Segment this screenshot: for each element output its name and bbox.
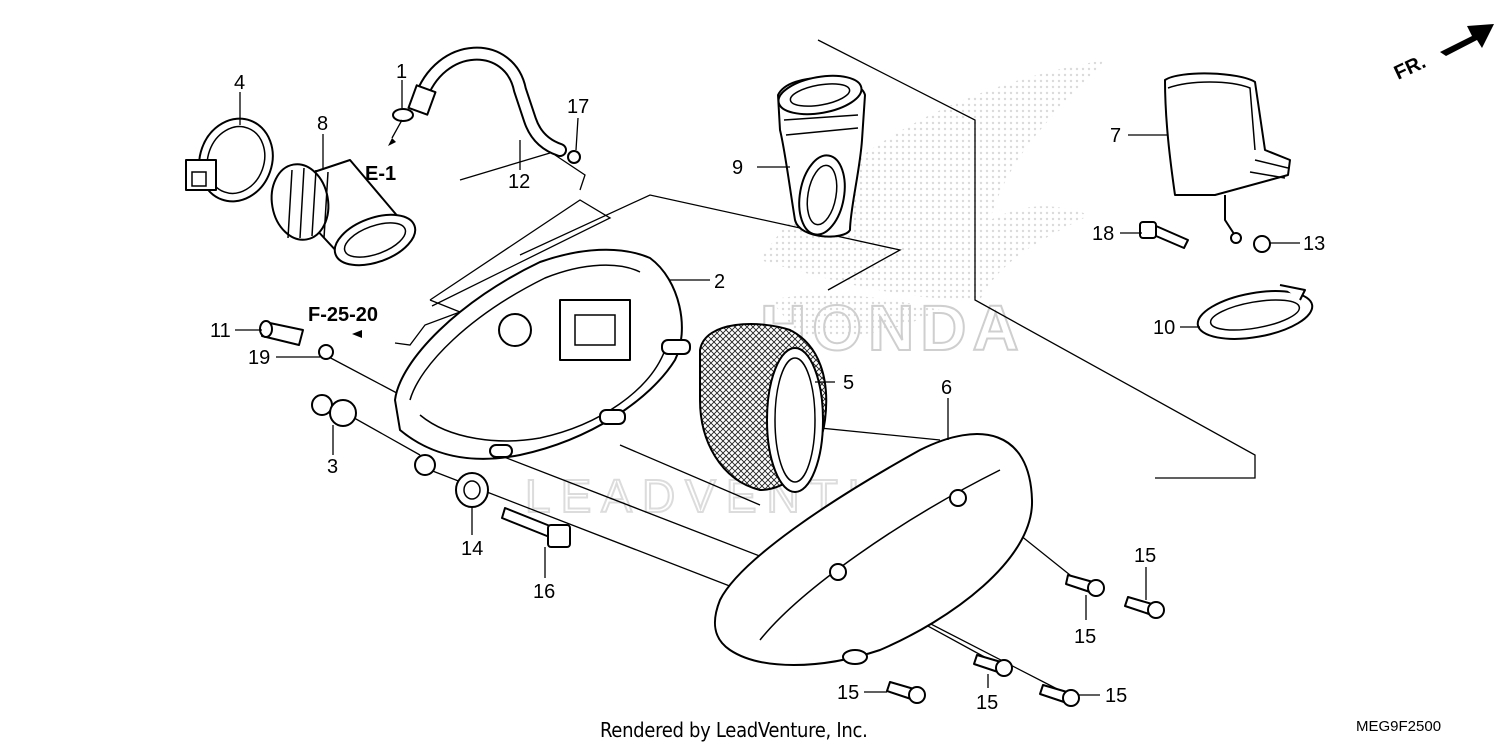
part-6-air-cleaner-cover	[713, 433, 1034, 666]
part-16-bolt	[501, 507, 571, 548]
callout-13: 13	[1303, 233, 1325, 255]
part-11-drain-plug	[259, 320, 304, 346]
honda-wing-watermark	[760, 60, 1105, 337]
callout-3: 3	[327, 456, 338, 478]
part-5-filter-element	[699, 323, 828, 493]
guide-lines	[324, 39, 1256, 694]
callout-8: 8	[317, 113, 328, 135]
callout-11: 11	[210, 320, 231, 342]
callout-6: 6	[941, 377, 952, 399]
part-13-nut	[1253, 235, 1271, 253]
callout-10: 10	[1153, 317, 1175, 339]
callout-12: 12	[508, 171, 530, 193]
callout-4: 4	[234, 72, 245, 94]
part-17-clip	[567, 150, 581, 164]
callout-9: 9	[732, 157, 743, 179]
part-19-clip	[318, 344, 334, 360]
front-direction-label: FR.	[1391, 51, 1429, 85]
ref-f-25-20[interactable]: F-25-20	[308, 304, 378, 326]
ref-f-25-20-arrow	[352, 330, 362, 338]
callout-15-e: 15	[1105, 685, 1127, 707]
callout-15-a: 15	[1134, 545, 1156, 567]
part-18-screw	[1139, 221, 1189, 249]
part-12-breather-tube	[407, 46, 567, 157]
callout-16: 16	[533, 581, 555, 603]
part-10-seal	[1196, 284, 1314, 340]
callout-15-b: 15	[1074, 626, 1096, 648]
front-direction-arrow: FR.	[1391, 24, 1494, 85]
screw-15c	[886, 681, 926, 704]
callout-2: 2	[714, 271, 725, 293]
callout-18: 18	[1092, 223, 1114, 245]
ref-e-1[interactable]: E-1	[365, 163, 396, 185]
callout-15-d: 15	[976, 692, 998, 714]
part-1-clip	[388, 108, 414, 146]
callout-19: 19	[248, 347, 270, 369]
part-15-screws	[886, 574, 1165, 707]
callout-leaders	[235, 80, 1300, 696]
part-14-grommet	[455, 472, 489, 508]
callout-1: 1	[396, 61, 407, 83]
callout-15-c: 15	[837, 682, 859, 704]
callout-14: 14	[461, 538, 483, 560]
callout-7: 7	[1110, 125, 1121, 147]
screw-15b	[1124, 596, 1165, 619]
screw-15e	[1039, 684, 1080, 707]
callout-labels: 1 2 3 4 5 6 7 8 9 10 11 12 13 14 15 15 1…	[210, 61, 1325, 714]
callout-17: 17	[567, 96, 589, 118]
part-2-air-cleaner-case	[394, 248, 691, 476]
diagram-code: MEG9F2500	[1356, 718, 1442, 735]
part-7-intake-funnel	[1164, 72, 1291, 244]
screw-15a	[1065, 574, 1105, 597]
part-4-clamp	[185, 117, 274, 203]
screw-15d	[973, 654, 1013, 677]
part-3-grommet	[311, 394, 357, 427]
footer-credit: Rendered by LeadVenture, Inc.	[600, 718, 868, 742]
part-8-air-joint	[270, 159, 417, 267]
callout-5: 5	[843, 372, 854, 394]
part-9-air-duct	[777, 74, 866, 238]
